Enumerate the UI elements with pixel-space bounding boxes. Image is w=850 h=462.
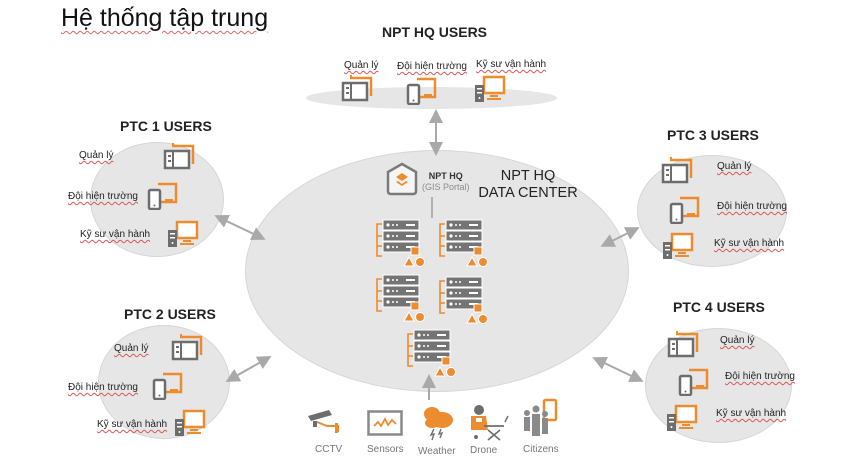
ptc1-role-engineer: Kỹ sư vận hành — [80, 229, 151, 240]
gis-portal-sub: (GIS Portal) — [422, 182, 470, 192]
ptc4-title: PTC 4 USERS — [673, 299, 765, 315]
source-label-cctv: CCTV — [315, 444, 343, 455]
arrow-ptc4 — [592, 356, 644, 383]
drone-operator-icon — [471, 405, 509, 441]
server-rack-icon-1 — [376, 219, 425, 267]
hq-phone-desktop-icon — [406, 77, 437, 105]
source-label-citizens: Citizens — [523, 444, 559, 455]
hq-role-label-field-team: Đội hiện trường — [397, 61, 467, 72]
hq-role-label-manager: Quản lý — [344, 60, 379, 71]
ptc1-title: PTC 1 USERS — [120, 118, 212, 134]
ptc1-phone-desktop-icon — [147, 182, 178, 210]
weather-storm-icon — [424, 407, 453, 441]
ptc4-workstation-icon — [667, 404, 698, 431]
arrow-ptc2 — [225, 356, 272, 382]
source-label-drone: Drone — [470, 445, 498, 456]
ptc4-tablet-desktop-icon — [667, 331, 699, 358]
ptc1-tablet-desktop-icon — [163, 143, 195, 170]
citizens-phone-icon — [524, 398, 558, 436]
page-title: Hệ thống tập trung — [61, 4, 269, 32]
hq-role-label-engineer: Kỹ sư vận hành — [476, 59, 547, 70]
source-label-sensors: Sensors — [367, 444, 404, 455]
data-center-title-line1: NPT HQ — [500, 168, 556, 184]
ptc3-role-engineer: Kỹ sư vận hành — [714, 238, 785, 249]
ptc4-role-field-team: Đội hiện trường — [725, 371, 795, 382]
ptc1-role-field-team: Đội hiện trường — [68, 191, 138, 202]
ptc2-role-engineer: Kỹ sư vận hành — [97, 419, 168, 430]
hq-users-title: NPT HQ USERS — [382, 24, 488, 40]
ptc2-title: PTC 2 USERS — [124, 306, 216, 322]
ptc1-role-manager: Quản lý — [79, 150, 114, 161]
ptc3-tablet-desktop-icon — [661, 157, 693, 184]
ptc3-phone-desktop-icon — [669, 196, 700, 224]
arrow-ptc1 — [214, 214, 266, 241]
source-label-weather: Weather — [418, 446, 456, 457]
ptc1-workstation-icon — [168, 220, 199, 247]
ptc2-role-manager: Quản lý — [114, 343, 149, 354]
server-rack-icon-2 — [439, 219, 488, 267]
gis-portal-icon[interactable] — [385, 162, 419, 196]
server-rack-icon-3 — [376, 274, 425, 322]
hq-tablet-desktop-icon — [341, 75, 373, 102]
ptc3-workstation-icon — [663, 232, 694, 259]
server-rack-icon-4 — [439, 276, 488, 324]
ptc3-role-field-team: Đội hiện trường — [717, 201, 787, 212]
sensor-chart-icon — [367, 410, 403, 436]
gis-portal-name: NPT HQ — [428, 171, 463, 181]
ptc4-phone-desktop-icon — [678, 368, 709, 396]
ptc2-workstation-icon — [175, 409, 206, 436]
ptc3-role-manager: Quản lý — [717, 161, 752, 172]
data-center-title: NPT HQ DATA CENTER — [478, 168, 578, 202]
hq-workstation-icon — [475, 75, 506, 102]
gis-portal-label: NPT HQ (GIS Portal) — [422, 171, 470, 193]
data-center-title-line2: DATA CENTER — [478, 185, 578, 201]
cctv-camera-icon — [308, 410, 339, 433]
arrow-ptc3 — [600, 227, 640, 247]
server-rack-icon-5 — [407, 329, 456, 377]
ptc2-role-field-team: Đội hiện trường — [68, 382, 138, 393]
ptc2-users-ellipse — [98, 325, 230, 439]
ptc2-tablet-desktop-icon — [171, 334, 203, 361]
ptc4-role-engineer: Kỹ sư vận hành — [716, 408, 787, 419]
ptc2-phone-desktop-icon — [152, 372, 183, 400]
ptc3-title: PTC 3 USERS — [667, 127, 759, 143]
ptc4-role-manager: Quản lý — [720, 335, 755, 346]
